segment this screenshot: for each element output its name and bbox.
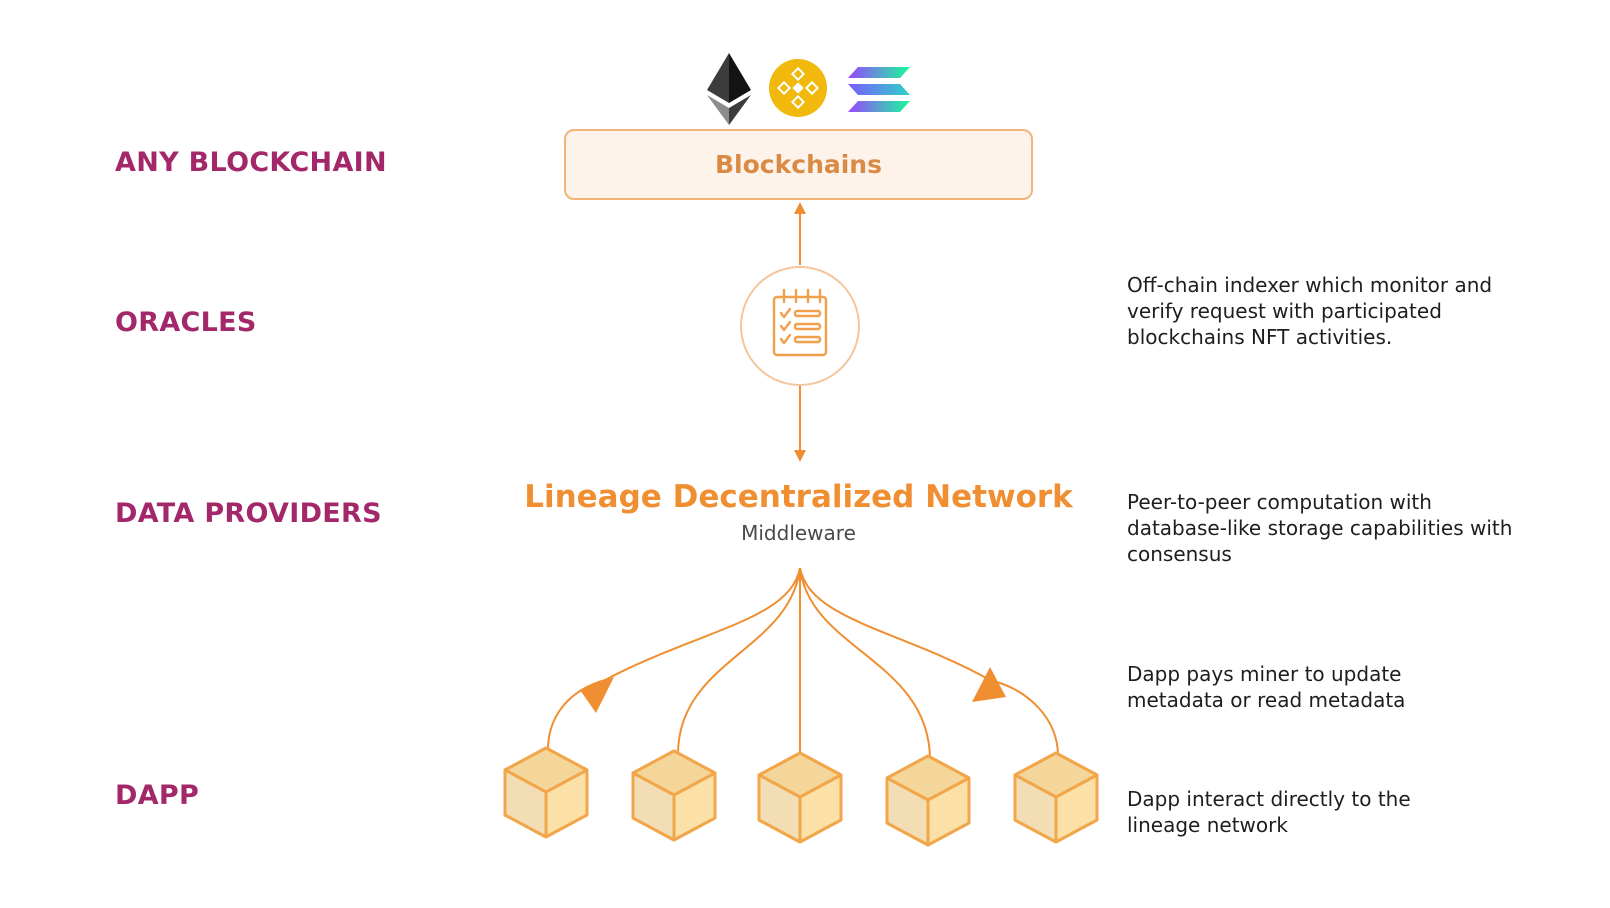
description-oracles: Off-chain indexer which monitor and veri…	[1127, 273, 1493, 349]
binance-icon	[769, 59, 827, 117]
solana-icon	[848, 67, 910, 112]
dapp-connections	[547, 567, 1059, 761]
arrow-head-dapp-1	[580, 677, 614, 713]
checklist-icon	[772, 288, 828, 357]
blockchains-box: Blockchains	[564, 129, 1033, 200]
dapp-cube-3	[757, 751, 843, 844]
description-data-providers: Peer-to-peer computation with database-l…	[1127, 490, 1513, 566]
connection-dapp-1	[604, 567, 801, 681]
dapp-cube-1	[503, 746, 589, 839]
connection-dapp-1-tail	[547, 679, 606, 751]
layer-label-any-blockchain: ANY BLOCKCHAIN	[115, 147, 387, 178]
connection-dapp-4	[799, 567, 931, 761]
dapp-cube-5	[1013, 751, 1099, 844]
description-dapp-interact: Dapp interact directly to the lineage ne…	[1127, 787, 1411, 837]
oracle-node	[740, 266, 860, 386]
description-dapp-pays: Dapp pays miner to update metadata or re…	[1127, 662, 1406, 712]
ethereum-icon	[707, 53, 751, 125]
layer-label-dapp: DAPP	[115, 780, 200, 811]
arrow-head-down	[794, 450, 806, 462]
connection-dapp-5	[799, 567, 991, 681]
layer-label-oracles: ORACLES	[115, 307, 257, 338]
arrow-head-up	[794, 202, 806, 214]
dapp-cube-2	[631, 749, 717, 842]
layer-label-data-providers: DATA PROVIDERS	[115, 498, 382, 529]
arrow-head-dapp-5	[972, 667, 1006, 702]
connection-dapp-2	[677, 567, 801, 753]
connection-dapp-5-tail	[989, 679, 1059, 757]
network-title: Lineage Decentralized Network	[524, 479, 1073, 515]
network-subtitle: Middleware	[741, 521, 856, 545]
dapp-cube-4	[885, 754, 971, 847]
blockchains-box-label: Blockchains	[715, 150, 882, 179]
